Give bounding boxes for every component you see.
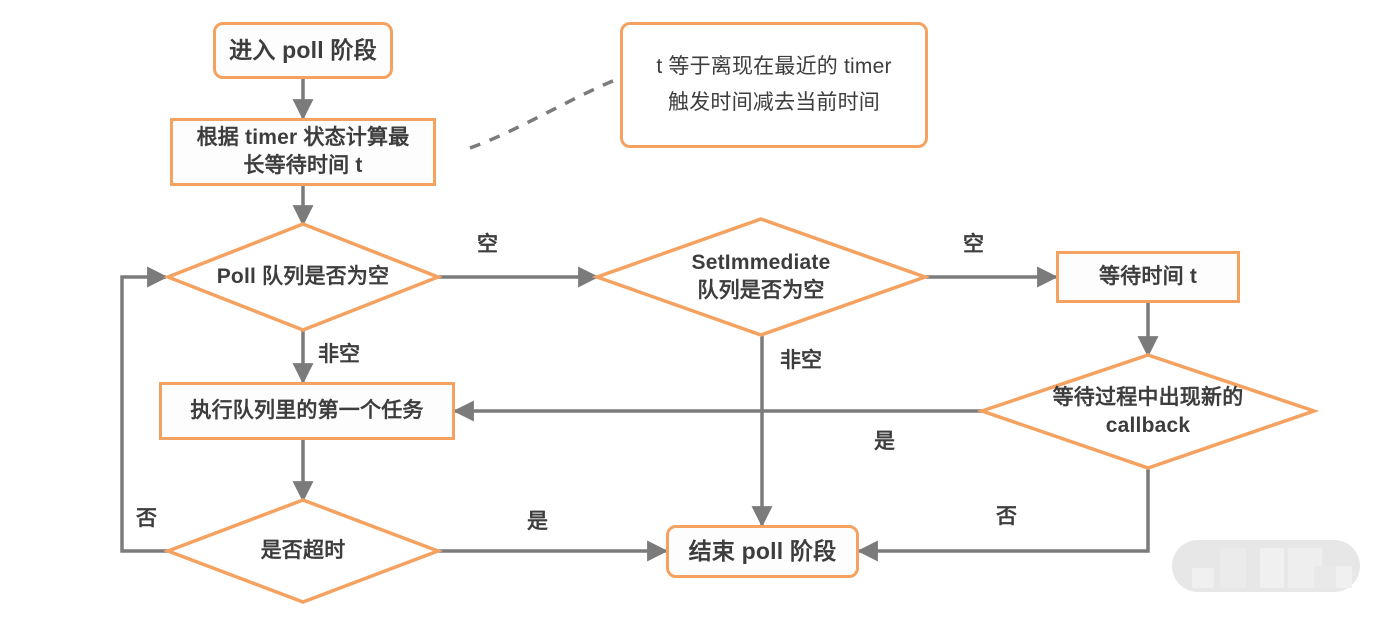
node-new-callback-text: 等待过程中出现新的 callback	[982, 384, 1314, 439]
edge-label-setimmediate-not-empty: 非空	[780, 349, 822, 372]
note-line2: 触发时间减去当前时间	[668, 91, 880, 114]
node-new-callback-line1: 等待过程中出现新的	[1052, 385, 1244, 409]
node-setimmediate-empty-text: SetImmediate 队列是否为空	[597, 249, 925, 304]
watermark-mark-3	[1260, 548, 1284, 588]
watermark-mark-2	[1220, 548, 1246, 588]
edge-label-poll-empty-yes: 空	[477, 233, 498, 256]
node-exec-first-task[interactable]: 执行队列里的第一个任务	[159, 382, 455, 440]
node-compute-t-line1: 根据 timer 状态计算最	[196, 126, 410, 150]
node-wait-t[interactable]: 等待时间 t	[1056, 251, 1240, 303]
node-end-label: 结束 poll 阶段	[688, 538, 837, 565]
node-start[interactable]: 进入 poll 阶段	[213, 22, 393, 79]
node-setimmediate-empty[interactable]: SetImmediate 队列是否为空	[597, 219, 925, 335]
node-poll-empty[interactable]: Poll 队列是否为空	[168, 224, 438, 330]
node-end[interactable]: 结束 poll 阶段	[666, 525, 859, 578]
edge-label-callback-yes: 是	[874, 430, 895, 453]
watermark-mark-6	[1336, 566, 1352, 588]
node-new-callback-line2: callback	[1105, 413, 1191, 437]
node-new-callback[interactable]: 等待过程中出现新的 callback	[982, 355, 1314, 468]
node-timeout[interactable]: 是否超时	[168, 500, 438, 602]
node-poll-empty-label: Poll 队列是否为空	[216, 265, 390, 289]
edge-label-timeout-yes: 是	[527, 510, 548, 533]
node-compute-t[interactable]: 根据 timer 状态计算最 长等待时间 t	[170, 118, 436, 186]
watermark-mark-5	[1314, 566, 1336, 588]
watermark-badge	[1172, 540, 1360, 592]
note-line1: t 等于离现在最近的 timer	[656, 55, 892, 79]
node-wait-t-label: 等待时间 t	[1098, 265, 1198, 289]
edge-label-poll-not-empty: 非空	[318, 343, 360, 366]
watermark-mark-1	[1192, 568, 1214, 588]
edge-compute-to-note-dashed	[469, 76, 621, 150]
node-compute-t-line2: 长等待时间 t	[243, 154, 363, 177]
edge-label-callback-no: 否	[996, 505, 1017, 528]
node-timeout-label: 是否超时	[260, 539, 346, 563]
edge-label-setimmediate-empty-yes: 空	[963, 233, 984, 256]
node-setimmediate-line1: SetImmediate	[691, 251, 831, 275]
edge-label-timeout-no: 否	[136, 507, 157, 530]
node-setimmediate-line2: 队列是否为空	[697, 279, 825, 302]
node-start-label: 进入 poll 阶段	[229, 37, 377, 64]
node-exec-first-label: 执行队列里的第一个任务	[190, 399, 424, 423]
note-timer-explanation: t 等于离现在最近的 timer 触发时间减去当前时间	[620, 22, 928, 148]
